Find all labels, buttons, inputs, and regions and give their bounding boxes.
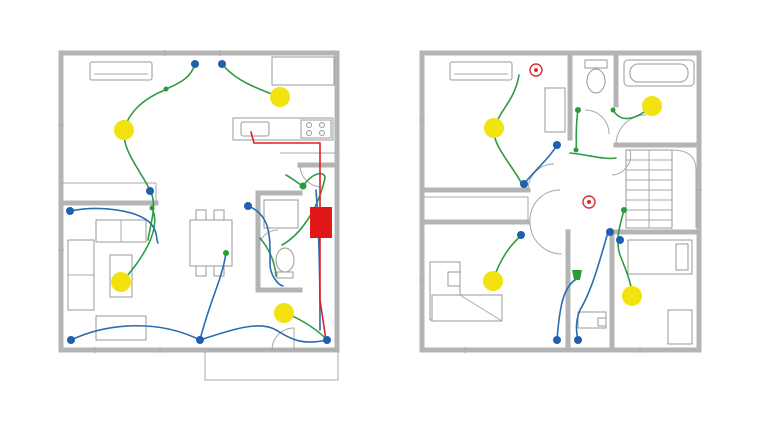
devices-layer bbox=[66, 60, 662, 344]
toilet-tank bbox=[276, 271, 294, 279]
light-fixture-icon[interactable] bbox=[483, 271, 503, 291]
switch-node-icon[interactable] bbox=[574, 336, 582, 344]
hall-door-swing bbox=[299, 164, 323, 188]
burner bbox=[306, 122, 312, 128]
light-fixture-icon[interactable] bbox=[274, 303, 294, 323]
junction-node-icon[interactable] bbox=[299, 182, 307, 190]
junction-node-icon[interactable] bbox=[575, 107, 581, 113]
refrigerator bbox=[271, 56, 335, 86]
switch-node-icon[interactable] bbox=[553, 141, 561, 149]
wc-door-swing bbox=[584, 109, 610, 135]
blue-wire bbox=[556, 277, 579, 341]
switch-node-icon[interactable] bbox=[66, 207, 74, 215]
electrical-panel-icon[interactable] bbox=[310, 207, 332, 238]
toilet bbox=[275, 247, 295, 273]
red-power-wire bbox=[250, 131, 321, 208]
wall-air-conditioner bbox=[89, 61, 153, 81]
blue-wire bbox=[247, 205, 284, 287]
switch-node-icon[interactable] bbox=[196, 336, 204, 344]
light-fixture-icon[interactable] bbox=[114, 120, 134, 140]
upper-floor-plan bbox=[419, 50, 702, 353]
porch-outline bbox=[204, 349, 339, 381]
switch-node-icon[interactable] bbox=[606, 228, 614, 236]
switch-node-icon[interactable] bbox=[553, 336, 561, 344]
burner bbox=[319, 130, 325, 136]
green-wire bbox=[617, 209, 633, 296]
smoke-detector-icon[interactable] bbox=[529, 63, 543, 77]
blue-wire bbox=[315, 189, 321, 331]
junction-node-icon[interactable] bbox=[223, 250, 229, 256]
kitchen-sink bbox=[240, 121, 270, 137]
switch-node-icon[interactable] bbox=[218, 60, 226, 68]
bath-door-swing bbox=[615, 114, 647, 146]
light-fixture-icon[interactable] bbox=[484, 118, 504, 138]
sofa-bottom bbox=[95, 315, 147, 341]
cooktop bbox=[300, 119, 332, 139]
dining-chair bbox=[195, 265, 207, 277]
red-power-wire bbox=[319, 237, 327, 341]
green-wire bbox=[121, 207, 156, 283]
shower-tray bbox=[263, 199, 299, 229]
green-wire bbox=[221, 63, 281, 98]
blue-wire bbox=[523, 144, 558, 185]
bathtub-inner bbox=[629, 63, 689, 83]
junction-node-icon[interactable] bbox=[621, 207, 627, 213]
blue-wire bbox=[69, 207, 159, 244]
blue-wire bbox=[199, 252, 227, 341]
light-fixture-icon[interactable] bbox=[270, 87, 290, 107]
junction-node-icon[interactable] bbox=[572, 270, 582, 280]
junction-node-icon[interactable] bbox=[163, 86, 169, 92]
junction-node-icon[interactable] bbox=[610, 107, 616, 113]
light-fixture-icon[interactable] bbox=[622, 286, 642, 306]
upper-floor-exterior-wall bbox=[419, 50, 702, 353]
junction-node-icon[interactable] bbox=[149, 205, 155, 211]
light-fixture-icon[interactable] bbox=[111, 272, 131, 292]
bedroom1-door-swing bbox=[527, 163, 555, 191]
desk-chair bbox=[447, 271, 461, 287]
dining-chair bbox=[195, 209, 207, 221]
hall-arc-door-lower bbox=[529, 221, 563, 255]
dining-chair bbox=[213, 209, 225, 221]
green-wire bbox=[569, 152, 617, 160]
smoke-detector-icon[interactable] bbox=[582, 195, 596, 209]
staircase bbox=[625, 149, 697, 229]
junction-node-icon[interactable] bbox=[573, 147, 579, 153]
wall-air-conditioner bbox=[449, 61, 513, 81]
toilet bbox=[586, 68, 606, 94]
switch-node-icon[interactable] bbox=[517, 231, 525, 239]
switch-node-icon[interactable] bbox=[244, 202, 252, 210]
green-wire bbox=[281, 177, 326, 246]
burner bbox=[306, 130, 312, 136]
bed-fold bbox=[459, 294, 503, 322]
light-fixture-icon[interactable] bbox=[642, 96, 662, 116]
switch-node-icon[interactable] bbox=[520, 180, 528, 188]
hall-arc-door bbox=[529, 189, 561, 221]
green-wire bbox=[575, 109, 579, 151]
green-wire bbox=[259, 237, 277, 277]
blue-wire bbox=[70, 324, 201, 341]
switch-node-icon[interactable] bbox=[323, 336, 331, 344]
dining-chair bbox=[213, 265, 225, 277]
entry-door-swing bbox=[271, 327, 295, 351]
switch-node-icon[interactable] bbox=[616, 236, 624, 244]
switch-node-icon[interactable] bbox=[146, 187, 154, 195]
toilet-tank bbox=[584, 59, 608, 69]
bed-pillow bbox=[675, 243, 689, 271]
blue-wire bbox=[199, 325, 328, 343]
wardrobe bbox=[544, 87, 566, 133]
switch-node-icon[interactable] bbox=[191, 60, 199, 68]
burner bbox=[319, 122, 325, 128]
bath-door-swing bbox=[257, 229, 279, 251]
desk-small-chair bbox=[597, 317, 607, 327]
stair-door-swing bbox=[611, 149, 632, 176]
switch-node-icon[interactable] bbox=[67, 336, 75, 344]
blue-wire bbox=[575, 231, 609, 341]
ground-floor-plan bbox=[58, 50, 340, 381]
nightstand bbox=[667, 309, 693, 345]
